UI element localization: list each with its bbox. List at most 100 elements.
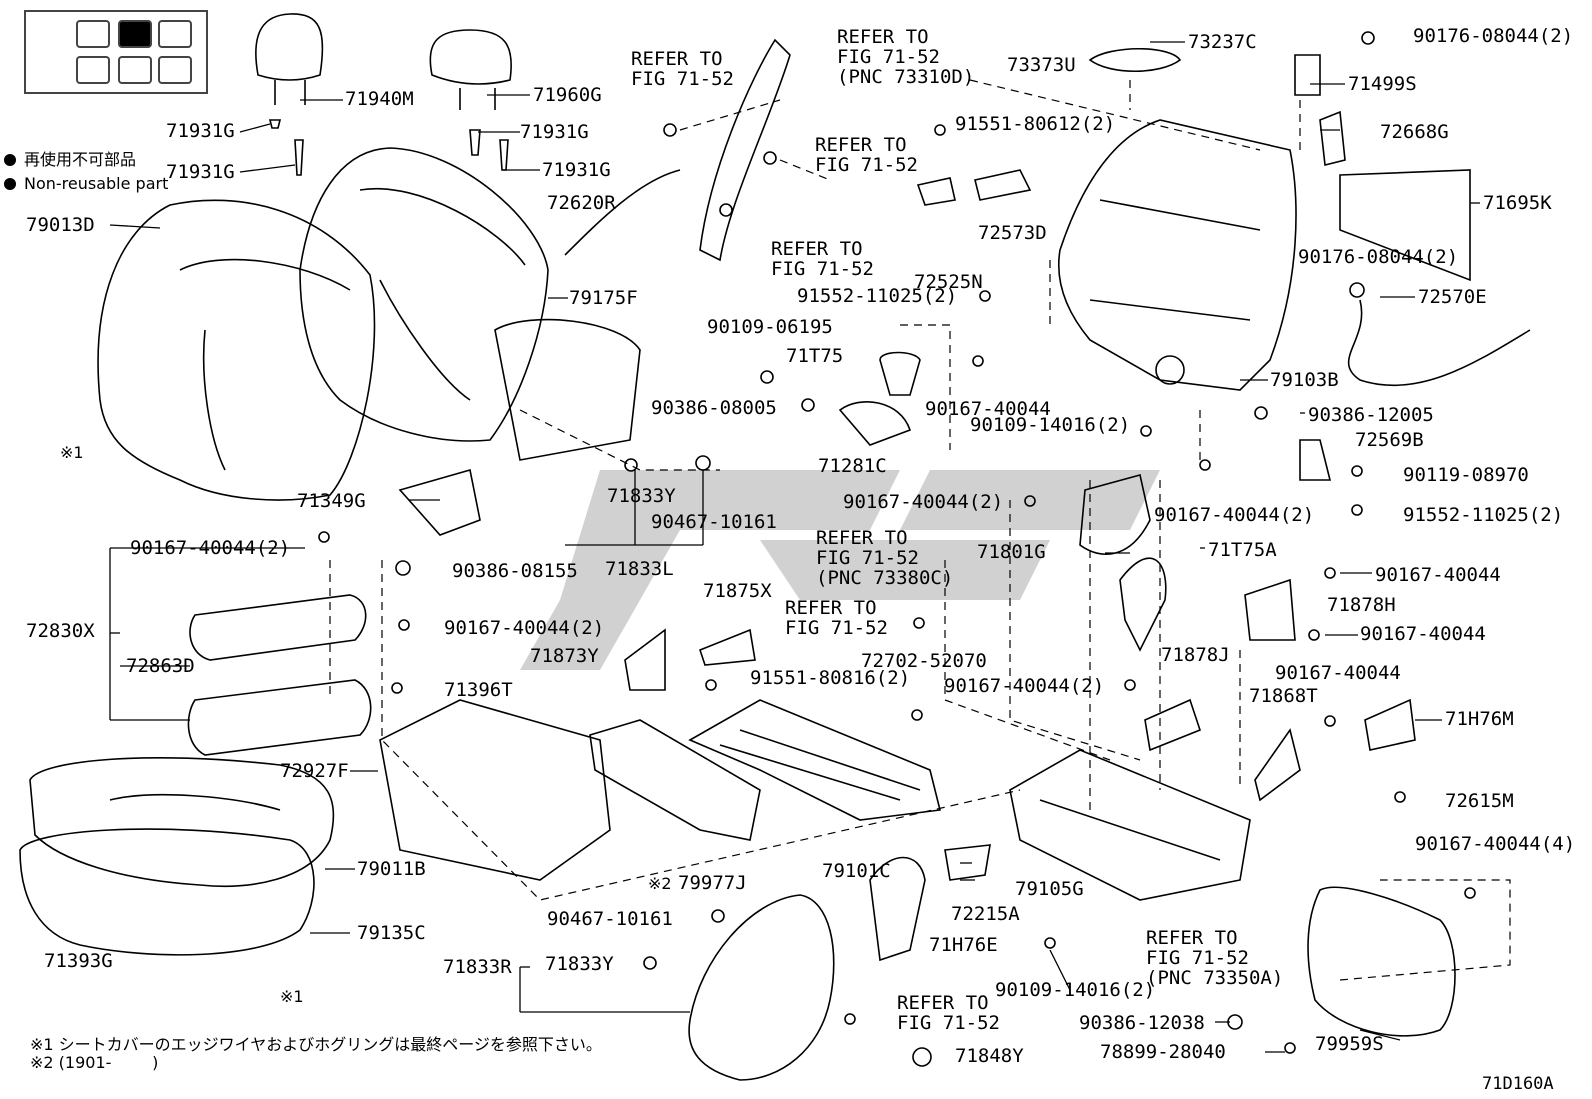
part-label[interactable]: 90167-40044 — [1275, 662, 1401, 684]
part-label[interactable]: 90386-12005 — [1308, 404, 1434, 426]
part-label[interactable]: 90167-40044 — [1375, 564, 1501, 586]
part-label[interactable]: 72702-52070 — [861, 650, 987, 672]
part-label[interactable]: 71833R — [443, 956, 512, 978]
part-label[interactable]: 79135C — [357, 922, 426, 944]
part-label[interactable]: 71878H — [1327, 594, 1396, 616]
part-label[interactable]: 71T75A — [1208, 539, 1277, 561]
bracket-71868T — [1254, 728, 1301, 802]
legend-item-en: Non-reusable part — [4, 172, 168, 196]
diagram-code: 71D160A — [1482, 1074, 1554, 1094]
part-label[interactable]: 90386-12038 — [1079, 1012, 1205, 1034]
part-label[interactable]: 71695K — [1483, 192, 1552, 214]
part-label[interactable]: 90467-10161 — [547, 908, 673, 930]
part-label[interactable]: 71931G — [166, 120, 235, 142]
part-label[interactable]: 90167-40044(2) — [1154, 504, 1315, 526]
part-label[interactable]: 71940M — [345, 88, 414, 110]
part-label[interactable]: 79013D — [26, 214, 95, 236]
seat-belt-assy — [699, 38, 791, 262]
part-label[interactable]: 71931G — [520, 121, 589, 143]
refer-to-label[interactable]: REFER TO FIG 71-52 — [785, 597, 888, 639]
part-label[interactable]: 71931G — [166, 161, 235, 183]
part-label[interactable]: 78899-28040 — [1100, 1041, 1226, 1063]
part-label[interactable]: 72570E — [1418, 286, 1487, 308]
refer-to-label[interactable]: REFER TO FIG 71-52 (PNC 73350A) — [1146, 927, 1284, 989]
bracket-71499S — [1294, 54, 1321, 96]
part-label[interactable]: 73237C — [1188, 31, 1257, 53]
part-label[interactable]: 72215A — [951, 903, 1020, 925]
refer-to-label[interactable]: REFER TO FIG 71-52 — [631, 48, 734, 90]
part-label[interactable]: 71499S — [1348, 73, 1417, 95]
part-label[interactable]: 90119-08970 — [1403, 464, 1529, 486]
bracket-72525N — [916, 177, 956, 206]
part-label[interactable]: 71873Y — [530, 645, 599, 667]
part-label[interactable]: 71349G — [297, 490, 366, 512]
part-label[interactable]: 71396T — [444, 679, 513, 701]
part-label[interactable]: 90167-40044 — [925, 398, 1051, 420]
part-label[interactable]: 71T75 — [786, 345, 844, 367]
part-label[interactable]: 91552-11025(2) — [797, 285, 958, 307]
refer-to-label[interactable]: REFER TO FIG 71-52 (PNC 73310D) — [837, 26, 975, 88]
seat-cell-r1c1 — [76, 20, 110, 48]
bracket-72573D — [974, 169, 1032, 201]
part-label[interactable]: 71931G — [542, 159, 611, 181]
part-label[interactable]: 79105G — [1015, 878, 1084, 900]
part-label[interactable]: 90109-14016(2) — [970, 414, 1131, 436]
bracket-72668G — [1319, 110, 1346, 166]
refer-to-label[interactable]: REFER TO FIG 71-52 (PNC 73380C) — [816, 527, 954, 589]
bracket-71875X — [699, 628, 756, 666]
part-label[interactable]: 90167-40044(2) — [944, 675, 1105, 697]
part-label[interactable]: 79011B — [357, 858, 426, 880]
refer-to-label[interactable]: REFER TO FIG 71-52 — [815, 134, 918, 176]
part-label[interactable]: 73373U — [1007, 54, 1076, 76]
part-label[interactable]: 71868T — [1249, 685, 1318, 707]
part-label[interactable]: 71H76E — [929, 934, 998, 956]
part-label[interactable]: 72573D — [978, 222, 1047, 244]
part-label[interactable]: 71393G — [44, 950, 113, 972]
part-label[interactable]: 71960G — [533, 84, 602, 106]
part-label[interactable]: 90176-08044(2) — [1413, 25, 1574, 47]
part-label[interactable]: 79175F — [569, 287, 638, 309]
part-label[interactable]: 91551-80816(2) — [750, 667, 911, 689]
part-label[interactable]: 71801G — [977, 541, 1046, 563]
part-label[interactable]: 71848Y — [955, 1045, 1024, 1067]
refer-to-label[interactable]: REFER TO FIG 71-52 — [771, 238, 874, 280]
seat-cell-r2c2 — [118, 56, 152, 84]
part-label[interactable]: 91551-80612(2) — [955, 113, 1116, 135]
part-label[interactable]: 72615M — [1445, 790, 1514, 812]
part-label[interactable]: 72569B — [1355, 429, 1424, 451]
refer-to-label[interactable]: REFER TO FIG 71-52 — [897, 992, 1000, 1034]
part-label[interactable]: 72927F — [280, 760, 349, 782]
part-label[interactable]: 72620R — [547, 192, 616, 214]
part-label[interactable]: 71H76M — [1445, 708, 1514, 730]
part-label[interactable]: 90109-14016(2) — [995, 979, 1156, 1001]
part-label[interactable]: 71878J — [1161, 644, 1230, 666]
seat-back-cover — [97, 199, 376, 501]
part-label[interactable]: 90167-40044(2) — [444, 617, 605, 639]
part-label[interactable]: 79977J — [678, 872, 747, 894]
part-label[interactable]: 91552-11025(2) — [1403, 504, 1564, 526]
part-label[interactable]: 90109-06195 — [707, 316, 833, 338]
part-label[interactable]: 90386-08005 — [651, 397, 777, 419]
part-label[interactable]: 90167-40044(2) — [130, 537, 291, 559]
seat-back-pad — [299, 147, 549, 442]
part-label[interactable]: 90167-40044(2) — [843, 491, 1004, 513]
part-label[interactable]: 71281C — [818, 455, 887, 477]
seat-cushion-pad — [19, 828, 315, 956]
part-label[interactable]: 72863D — [126, 655, 195, 677]
part-label[interactable]: 79103B — [1270, 369, 1339, 391]
footnote-2: ※2 (1901- ) — [30, 1053, 159, 1072]
part-label[interactable]: 79959S — [1315, 1033, 1384, 1055]
part-label[interactable]: 90467-10161 — [651, 511, 777, 533]
part-label[interactable]: 90167-40044 — [1360, 623, 1486, 645]
part-label[interactable]: 90167-40044(4) — [1415, 833, 1576, 855]
part-label[interactable]: 72830X — [26, 620, 95, 642]
part-label[interactable]: 79101C — [822, 860, 891, 882]
part-label[interactable]: 71833Y — [607, 485, 676, 507]
part-label[interactable]: 71833L — [605, 558, 674, 580]
part-label[interactable]: 71875X — [703, 580, 772, 602]
part-label[interactable]: 72668G — [1380, 121, 1449, 143]
part-label[interactable]: 71833Y — [545, 953, 614, 975]
part-label[interactable]: 72525N — [914, 271, 983, 293]
part-label[interactable]: 90386-08155 — [452, 560, 578, 582]
part-label[interactable]: 90176-08044(2) — [1298, 246, 1459, 268]
